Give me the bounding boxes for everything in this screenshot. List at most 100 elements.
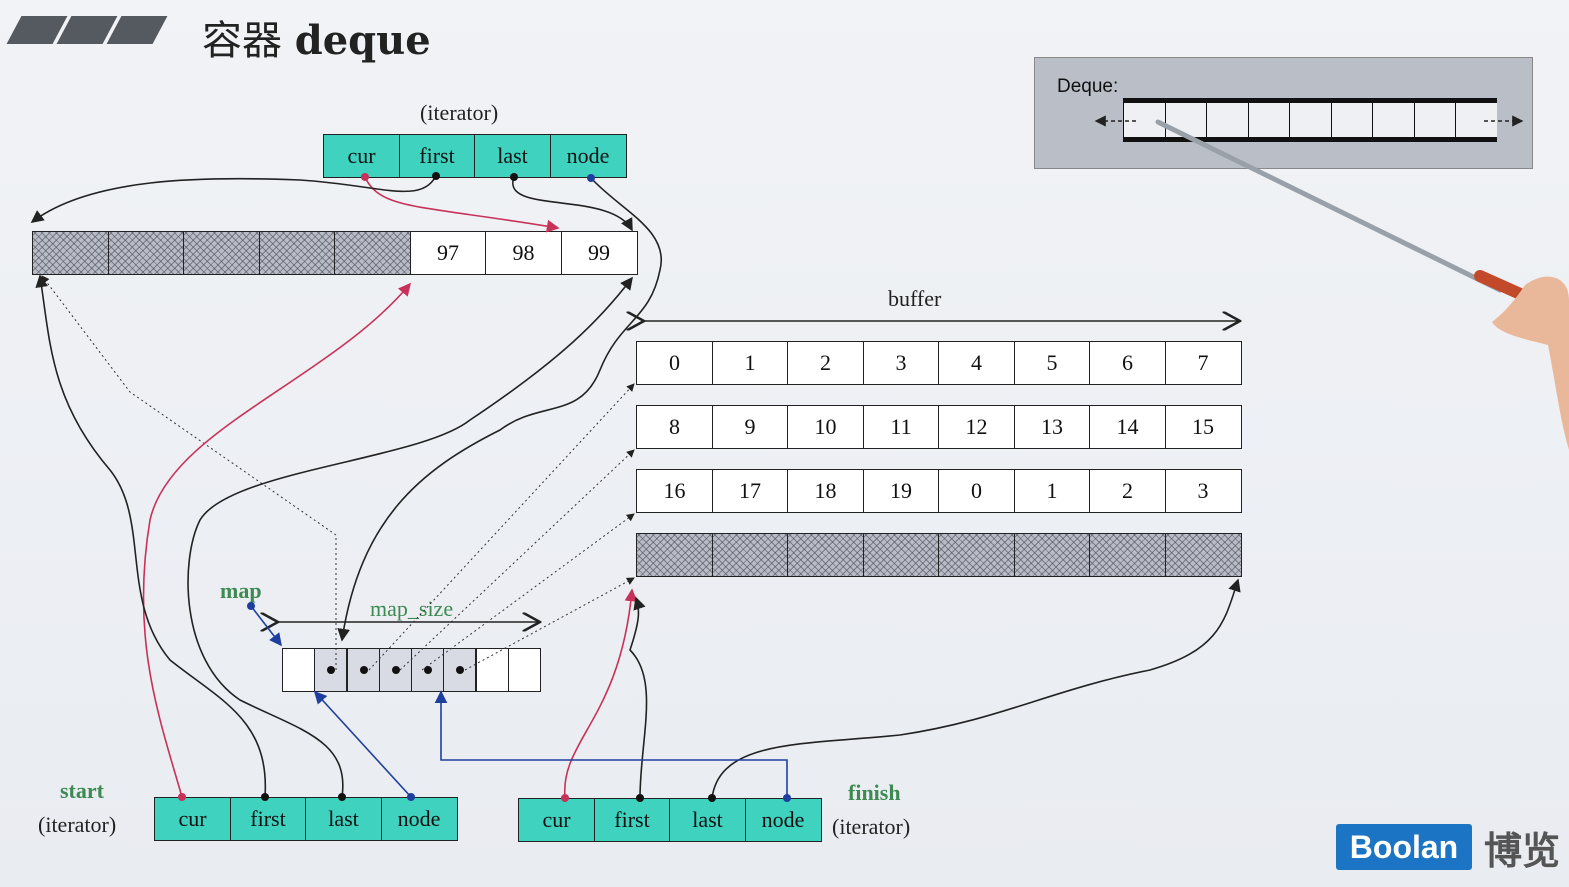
start-iterator-label: (iterator) <box>38 812 117 837</box>
top-node-dot <box>587 174 595 182</box>
buffer-cell <box>1089 533 1166 577</box>
finish-last-wire <box>711 578 1241 799</box>
buffer-cell: 12 <box>938 405 1015 449</box>
top-buffer-cell: 97 <box>409 231 487 275</box>
buffer-cell: 6 <box>1089 341 1166 385</box>
start-node-dot <box>407 793 415 801</box>
slide-title: 容器 deque <box>202 8 431 66</box>
buffer-cell: 2 <box>787 341 864 385</box>
iterator-field-cur: cur <box>518 798 595 842</box>
buffer-cell: 8 <box>636 405 713 449</box>
finish-cur-dot <box>561 794 569 802</box>
buffer-cell <box>862 533 940 577</box>
top-first-dot <box>432 172 440 180</box>
buffer-cell: 0 <box>938 469 1015 513</box>
buffer-cell <box>1013 533 1091 577</box>
finish-label: finish <box>848 780 901 805</box>
buffer-cell <box>938 533 1015 577</box>
buffer-cell: 0 <box>636 341 713 385</box>
iterator-field-node: node <box>549 134 627 178</box>
inset-strip-cell <box>1372 103 1413 137</box>
map-slot <box>314 648 347 692</box>
finish-cur-wire <box>563 588 638 799</box>
start-first-wire <box>35 274 267 798</box>
map-to-top-buffer <box>41 275 337 670</box>
iterator-field-first: first <box>593 798 671 842</box>
title-en: deque <box>294 17 431 64</box>
finish-node-dot <box>783 794 791 802</box>
top-buffer-cell <box>183 231 260 275</box>
finish-node-wire <box>434 690 788 798</box>
map-to-buffer-3 <box>421 513 635 671</box>
top-iterator-label: (iterator) <box>420 100 499 125</box>
finish-first-wire <box>629 596 648 799</box>
map-slot <box>508 648 541 692</box>
map-to-buffer-1 <box>368 383 635 671</box>
map-slot <box>282 648 315 692</box>
inset-strip-cell <box>1455 103 1496 137</box>
buffer-cell <box>636 533 713 577</box>
buffer-cell <box>711 533 789 577</box>
start-last-wire <box>187 276 633 798</box>
map-slot-pointer-dot <box>359 666 368 674</box>
map-slot-pointer-dot <box>423 666 432 674</box>
buffer-cell: 13 <box>1013 405 1091 449</box>
map-pointer-wire <box>250 605 282 647</box>
top-buffer-cell <box>107 231 185 275</box>
deque-inset: Deque: <box>1034 57 1533 169</box>
buffer-cell: 1 <box>1013 469 1091 513</box>
buffer-label: buffer <box>888 286 942 311</box>
map-slot-pointer-dot <box>455 666 464 674</box>
map-pointer-dot <box>247 602 255 610</box>
top-last-dot <box>510 173 518 181</box>
map-to-buffer-2 <box>399 449 635 671</box>
start-cur-dot <box>178 793 186 801</box>
inset-strip-cell <box>1330 103 1372 137</box>
finish-iterator-label: (iterator) <box>832 814 911 839</box>
boolan-logo: Boolan <box>1336 824 1472 870</box>
map-label: map <box>220 578 262 603</box>
buffer-cell: 9 <box>711 405 789 449</box>
start-first-dot <box>261 793 269 801</box>
top-buffer-cell: 98 <box>485 231 562 275</box>
logo-cn-text: 博览 <box>1484 829 1561 873</box>
map-slot <box>411 648 444 692</box>
pointer-stick <box>1155 119 1503 293</box>
title-cn: 容器 <box>202 18 282 64</box>
map-slot <box>347 648 380 692</box>
map-slot-pointer-dot <box>326 666 335 674</box>
iterator-field-last: last <box>474 134 551 178</box>
top-buffer-cell <box>334 231 411 275</box>
top-cur-dot <box>361 173 369 181</box>
buffer-cell: 14 <box>1089 405 1166 449</box>
start-last-dot <box>338 793 346 801</box>
inset-strip-cell <box>1413 103 1455 137</box>
inset-strip-cell <box>1164 103 1206 137</box>
finish-last-dot <box>708 794 716 802</box>
map-slot <box>379 648 412 692</box>
map-slot <box>443 648 476 692</box>
map-to-buffer-4 <box>464 577 635 671</box>
inset-label: Deque: <box>1057 76 1119 97</box>
buffer-cell: 3 <box>862 341 940 385</box>
top-buffer-cell <box>258 231 336 275</box>
buffer-cell: 5 <box>1013 341 1091 385</box>
buffer-cell: 15 <box>1164 405 1242 449</box>
buffer-cell <box>787 533 864 577</box>
top-last-wire <box>512 176 633 232</box>
buffer-cell: 17 <box>711 469 789 513</box>
buffer-cell: 4 <box>938 341 1015 385</box>
buffer-cell: 11 <box>862 405 940 449</box>
top-first-wire <box>30 175 437 223</box>
top-cur-wire <box>364 176 560 233</box>
iterator-field-node: node <box>380 797 458 841</box>
inset-strip-cell <box>1123 103 1164 137</box>
iterator-field-node: node <box>744 798 822 842</box>
start-cur-wire <box>142 282 412 798</box>
buffer-cell: 19 <box>862 469 940 513</box>
inset-strip-cell <box>1206 103 1247 137</box>
top-buffer-cell: 99 <box>560 231 638 275</box>
buffer-cell: 3 <box>1164 469 1242 513</box>
